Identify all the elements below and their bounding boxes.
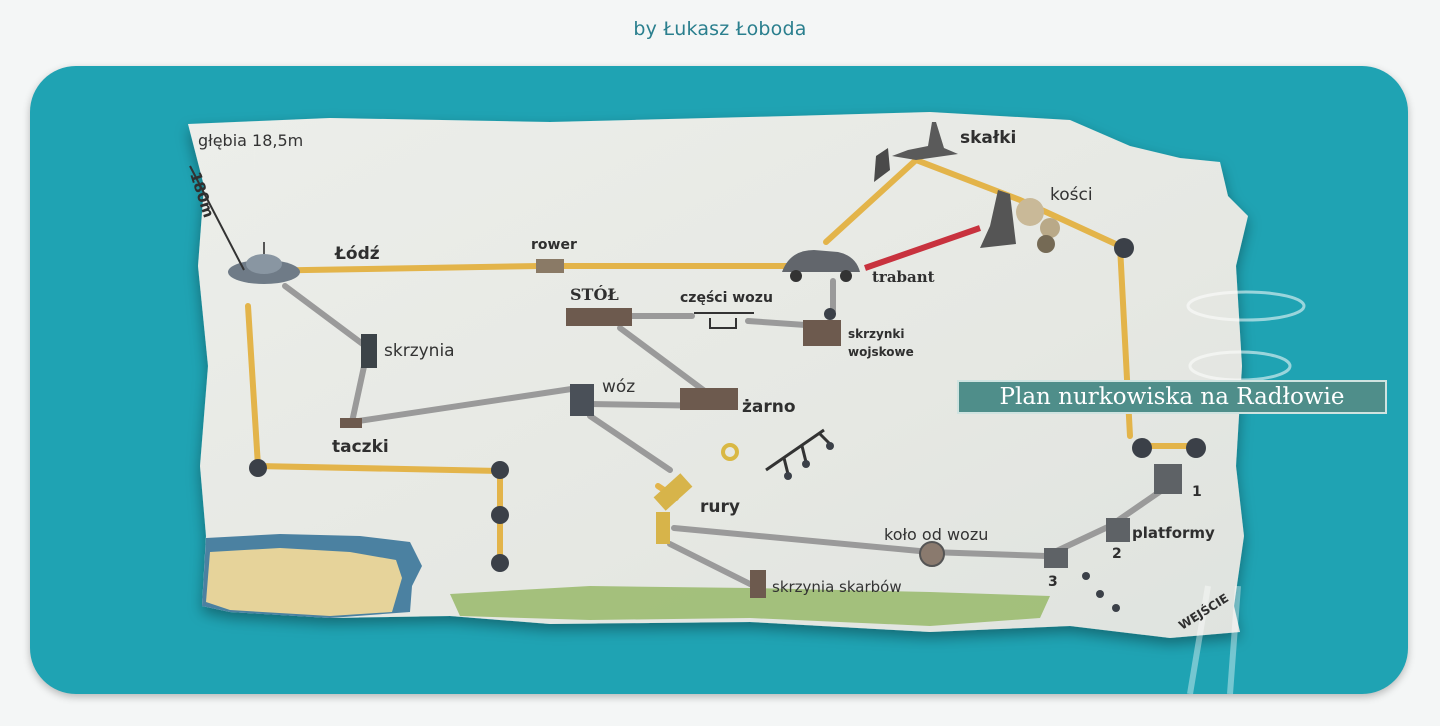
pipe-icon-2 [656, 512, 670, 544]
author-byline: by Łukasz Łoboda [633, 18, 807, 40]
platform-2-icon [1106, 518, 1130, 542]
ring-icon [721, 443, 739, 461]
rury-label: rury [700, 497, 740, 517]
grass-strip [450, 586, 1050, 626]
skalki-rock-icon [892, 122, 958, 160]
treasure-chest-icon [750, 570, 766, 598]
woz-label: wóz [602, 377, 635, 397]
lodz-label: Łódź [334, 244, 380, 264]
chest-icon [361, 334, 377, 368]
kolo-od-wozu-label: koło od wozu [884, 525, 988, 544]
skrzynia-label: skrzynia [384, 341, 455, 361]
platform-1-label: 1 [1192, 484, 1202, 500]
stol-label: STÓŁ [570, 284, 619, 304]
skrzynki-label-1: skrzynki [848, 327, 904, 341]
platform-3-icon [1044, 548, 1068, 568]
skrzynki-label-2: wojskowe [848, 345, 914, 359]
waypoint-dots [249, 238, 1206, 612]
map-caption: Plan nurkowiska na Radłowie [957, 380, 1387, 414]
platform-2-label: 2 [1112, 546, 1122, 562]
wheelbarrow-icon [340, 418, 362, 428]
military-crates-icon [803, 320, 841, 346]
zarno-label: żarno [742, 397, 796, 417]
taczki-label: taczki [332, 437, 389, 457]
map-frame: głębia 18,5m 180m Łódź rower trabant ska… [30, 66, 1408, 694]
platformy-label: platformy [1132, 524, 1215, 542]
cart-parts-icon [694, 312, 754, 329]
red-path [864, 225, 981, 271]
skrzynia-skarbow-label: skrzynia skarbów [772, 578, 902, 596]
platform-3-label: 3 [1048, 574, 1058, 590]
millstone-icon [680, 388, 738, 410]
shore-sand [206, 548, 402, 616]
stol-table-icon [566, 308, 632, 326]
branch-icon [765, 428, 832, 475]
pipe-icon [653, 473, 693, 511]
rower-label: rower [531, 237, 577, 253]
bike-icon [536, 259, 564, 273]
depth-label: głębia 18,5m [198, 131, 303, 150]
czesci-wozu-label: części wozu [680, 290, 773, 306]
lodz-ufo-icon [189, 165, 300, 284]
platform-1-icon [1154, 464, 1182, 494]
trabant-car-icon [782, 250, 860, 282]
kosci-label: kości [1050, 185, 1093, 205]
dive-site-map: głębia 18,5m 180m Łódź rower trabant ska… [186, 112, 1306, 694]
wagon-icon [570, 384, 594, 416]
skalki-label: skałki [960, 128, 1016, 148]
bones-icon [1016, 198, 1060, 253]
small-rock-icon [874, 148, 890, 182]
wheel-icon [919, 541, 945, 567]
trabant-label: trabant [872, 268, 935, 286]
kosci-rock-icon [980, 190, 1016, 248]
